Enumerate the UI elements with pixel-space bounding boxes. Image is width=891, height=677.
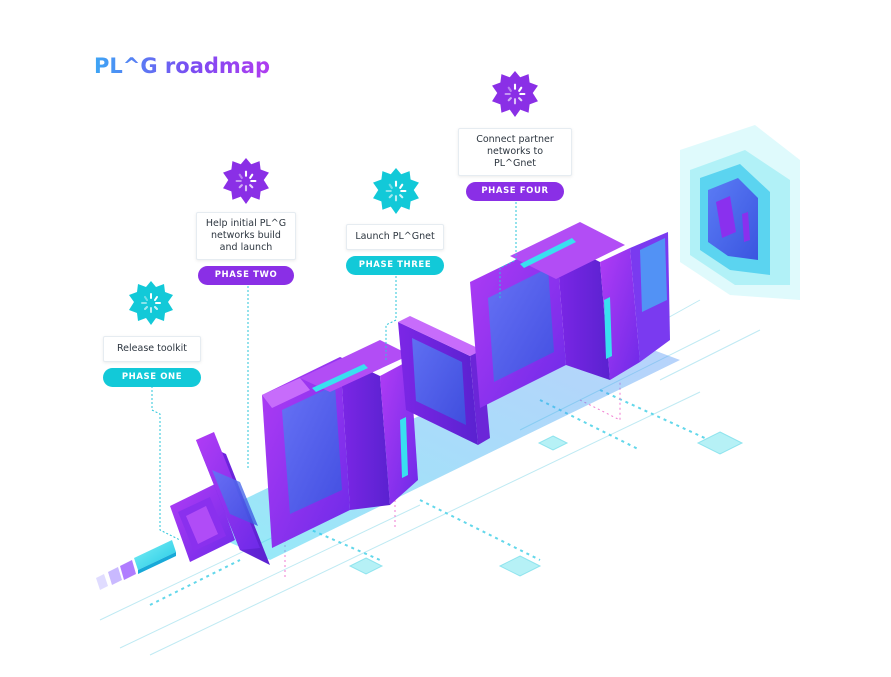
phase-one-callout: Release toolkit PHASE ONE — [103, 336, 201, 387]
loading-spinner-icon — [372, 167, 420, 215]
loading-spinner-icon — [128, 280, 174, 326]
phase-three-label: PHASE THREE — [346, 256, 444, 275]
phase-two-label: PHASE TWO — [198, 266, 294, 285]
phase-four-label: PHASE FOUR — [466, 182, 564, 201]
phase-two-description: Help initial PL^G networks build and lau… — [196, 212, 296, 260]
loading-spinner-icon — [491, 70, 539, 118]
loading-spinner-icon — [222, 157, 270, 205]
phase-one-description: Release toolkit — [103, 336, 201, 362]
phase-three-callout: Launch PL^Gnet PHASE THREE — [346, 224, 444, 275]
destination-box — [680, 125, 800, 300]
phase-four-description: Connect partner networks to PL^Gnet — [458, 128, 572, 176]
phase-one-label: PHASE ONE — [103, 368, 201, 387]
entry-cubes — [96, 540, 176, 590]
phase-three-description: Launch PL^Gnet — [346, 224, 444, 250]
phase-four-callout: Connect partner networks to PL^Gnet PHAS… — [458, 128, 572, 201]
phase-two-callout: Help initial PL^G networks build and lau… — [196, 212, 296, 285]
